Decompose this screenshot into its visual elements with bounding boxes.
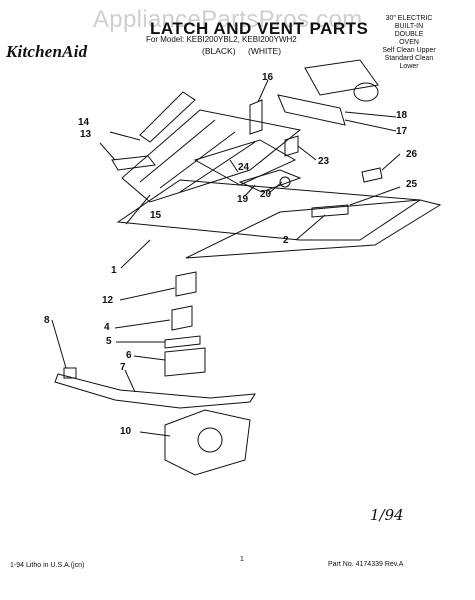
part-5-shape: [164, 335, 201, 349]
callout-25: 25: [406, 179, 418, 190]
watermark: AppliancePartsPros.com: [93, 6, 363, 33]
page-title: LATCH AND VENT PARTS: [150, 19, 369, 38]
part-8-shape: [63, 367, 77, 379]
callout-15: 15: [150, 210, 162, 221]
callout-7: 7: [120, 362, 126, 373]
footer-right: Part No. 4174339 Rev.A: [328, 561, 404, 568]
part-2-shape: [311, 204, 349, 218]
part-1-shape: [116, 179, 422, 241]
side-note-line: BUILT-IN: [394, 23, 424, 30]
side-note-line: 30" ELECTRIC: [385, 15, 433, 22]
page-number: 1: [240, 556, 244, 563]
part-20-shape: [279, 176, 291, 188]
callout-6: 6: [126, 350, 132, 361]
side-note-line: OVEN: [399, 39, 419, 46]
callout-8: 8: [44, 315, 50, 326]
handwritten-date: 1/94: [370, 506, 404, 524]
callout-1: 1: [111, 265, 117, 276]
part-23-shape: [284, 135, 299, 157]
callout-2: 2: [283, 235, 289, 246]
part-17-shape: [277, 94, 346, 126]
callout-12: 12: [102, 295, 114, 306]
callout-26: 26: [406, 149, 418, 160]
side-note-line: Lower: [399, 63, 419, 70]
part-24-shape: [193, 139, 297, 186]
part-7-shape: [54, 373, 256, 409]
footer-left: 1-94 Litho in U.S.A.(jcn): [10, 562, 85, 569]
callout-10: 10: [120, 426, 132, 437]
part-13-shape: [111, 155, 156, 171]
model-line: For Model: KEBI200YBL2, KEBI200YWH2: [146, 35, 297, 44]
callout-18: 18: [396, 110, 408, 121]
part-16-shape: [249, 99, 263, 135]
callout-14: 14: [78, 117, 90, 128]
side-note-line: DOUBLE: [394, 31, 424, 38]
color-black-label: (BLACK): [202, 46, 236, 56]
part-26-shape: [361, 167, 383, 183]
callout-4: 4: [104, 322, 110, 333]
part-4-shape: [171, 305, 193, 331]
callout-16: 16: [262, 72, 274, 83]
brand-logo: KitchenAid: [6, 42, 88, 61]
part-18-shape: [304, 59, 379, 96]
callout-19: 19: [237, 194, 249, 205]
color-white-label: (WHITE): [248, 46, 282, 56]
callout-17: 17: [396, 126, 408, 137]
callout-20: 20: [260, 189, 272, 200]
callout-24: 24: [238, 162, 250, 173]
callout-23: 23: [318, 156, 330, 167]
part-15-shape: [121, 109, 302, 203]
side-note-line: Self Clean Upper: [382, 47, 436, 54]
part-10-shape: [164, 409, 251, 476]
callout-13: 13: [80, 129, 92, 140]
part-6-shape: [164, 347, 206, 377]
part-19-shape: [238, 169, 302, 193]
part-14-shape: [139, 91, 196, 143]
side-note-line: Standard Clean: [384, 55, 434, 62]
callout-5: 5: [106, 336, 112, 347]
part-25-shape: [185, 199, 442, 259]
part-12-shape: [175, 271, 197, 297]
